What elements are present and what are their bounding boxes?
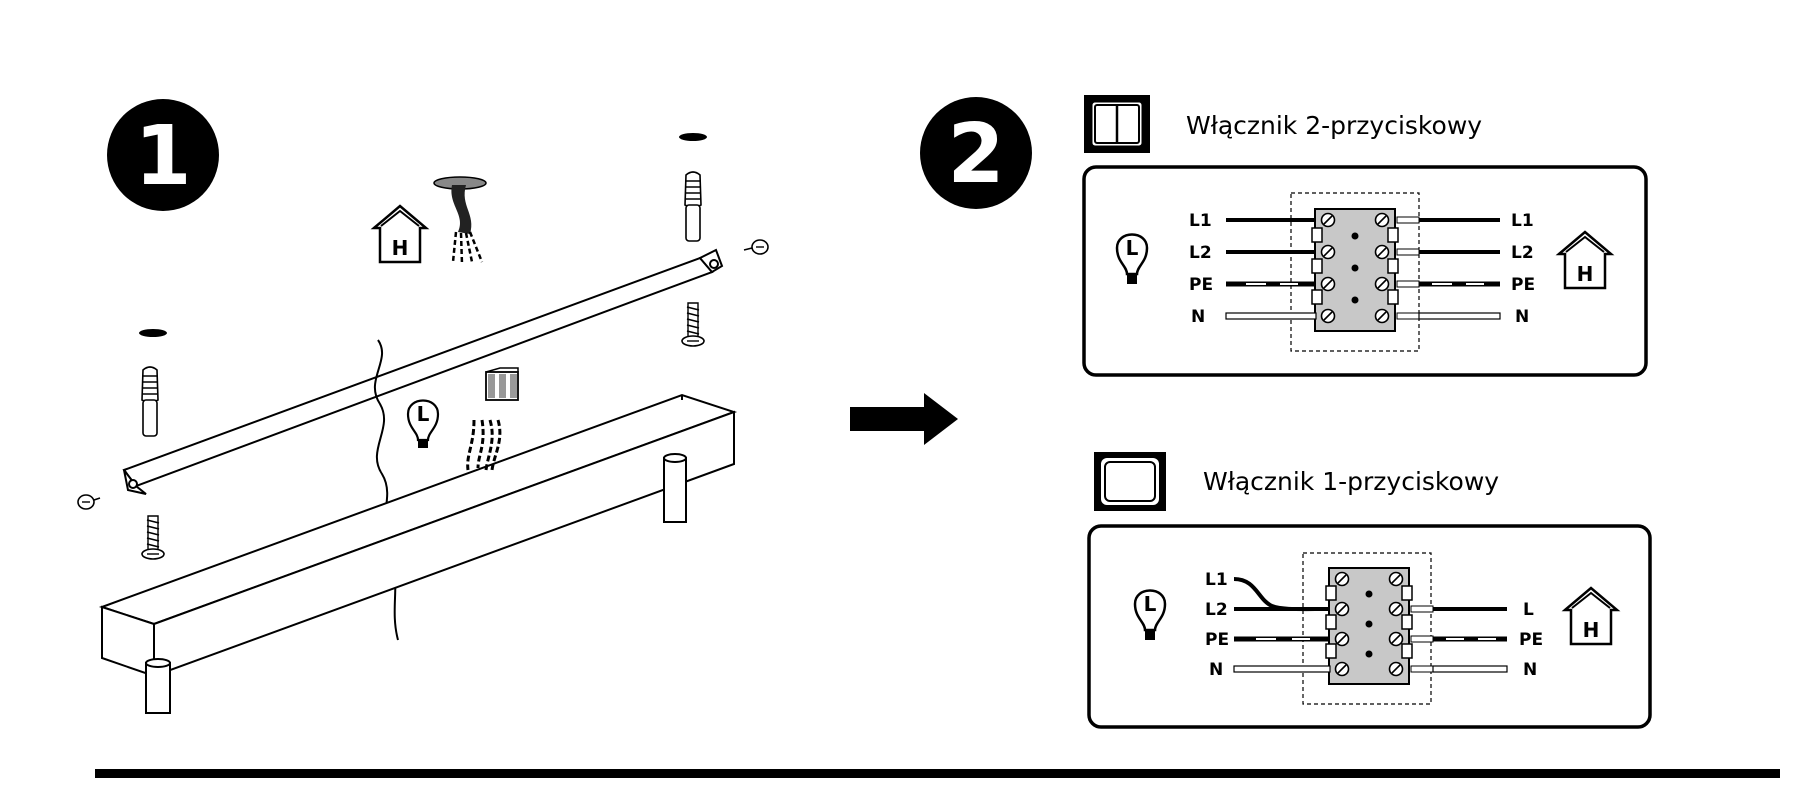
left-wires <box>1233 577 1331 673</box>
switch-2-title: Włącznik 2-przyciskowy <box>1186 111 1482 140</box>
house-icon: H <box>1561 586 1621 646</box>
wire-label-l2: L2 <box>1511 243 1534 263</box>
wire-label-l1: L1 <box>1511 211 1534 231</box>
right-wire-labels: L PE N <box>1519 600 1543 680</box>
arrow-icon <box>850 393 958 445</box>
ceiling-cable <box>433 176 487 265</box>
step-2-badge: 2 <box>920 97 1032 209</box>
right-wires <box>1396 216 1501 320</box>
wire-label-l1: L1 <box>1205 570 1228 590</box>
wire-label-pe: PE <box>1189 275 1213 295</box>
wire-label-n: N <box>1515 307 1529 327</box>
left-wire-labels: L1 L2 PE N <box>1205 570 1229 680</box>
house-icon-letter: H <box>1577 262 1594 286</box>
wire-label-l2: L2 <box>1205 600 1228 620</box>
single-switch-icon <box>1094 452 1166 511</box>
step-1-badge: 1 <box>107 99 219 211</box>
small-screw <box>743 239 769 255</box>
lamp-icon-letter: L <box>417 402 430 426</box>
mounting-bracket <box>122 248 724 495</box>
wire-label-n: N <box>1523 660 1537 680</box>
double-switch-icon <box>1084 95 1150 153</box>
bottom-divider <box>95 769 1780 778</box>
terminal-enclosure <box>1302 552 1432 705</box>
switch-2-button-section: Włącznik 2-przyciskowy L H <box>1082 95 1648 377</box>
left-wire-labels: L1 L2 PE N <box>1189 211 1213 327</box>
left-wires <box>1225 218 1317 320</box>
lamp-cable-terminal <box>466 367 519 471</box>
lamp-icon-letter: L <box>1144 592 1157 616</box>
small-screw <box>77 494 101 510</box>
switch-1-title: Włącznik 1-przyciskowy <box>1203 467 1499 496</box>
right-wire-labels: L1 L2 PE N <box>1511 211 1535 327</box>
pendant-tube <box>145 658 171 714</box>
terminal-block <box>1311 208 1399 332</box>
wall-plug <box>684 171 702 242</box>
house-icon: H <box>1555 230 1615 290</box>
house-icon-letter: H <box>1583 618 1600 642</box>
lamp-icon: L <box>1133 589 1167 640</box>
wire-label-pe: PE <box>1519 630 1543 650</box>
wire-label-n: N <box>1191 307 1205 327</box>
ceiling-hole <box>679 133 707 141</box>
terminal-block <box>1325 567 1413 685</box>
house-icon-letter: H <box>392 236 409 260</box>
wire-label-l1: L1 <box>1189 211 1212 231</box>
step-2-number: 2 <box>947 107 1004 202</box>
lamp-icon: L <box>1115 233 1149 284</box>
terminal-enclosure <box>1290 192 1420 352</box>
mounting-screw <box>681 302 705 347</box>
step-1-number: 1 <box>134 109 191 204</box>
lamp-icon-letter: L <box>1126 236 1139 260</box>
wire-label-l: L <box>1523 600 1534 620</box>
house-icon: H <box>370 204 430 264</box>
right-wires <box>1410 605 1508 673</box>
wire-label-pe: PE <box>1205 630 1229 650</box>
wire-label-l2: L2 <box>1189 243 1212 263</box>
wire-label-pe: PE <box>1511 275 1535 295</box>
wall-plug <box>141 366 159 437</box>
mounting-screw <box>141 515 165 560</box>
pendant-tube <box>663 453 687 523</box>
ceiling-hole <box>139 329 167 337</box>
lamp-housing <box>98 393 738 678</box>
switch-1-button-section: Włącznik 1-przyciskowy L H <box>1087 452 1652 729</box>
lamp-icon: L <box>406 399 440 448</box>
wire-label-n: N <box>1209 660 1223 680</box>
